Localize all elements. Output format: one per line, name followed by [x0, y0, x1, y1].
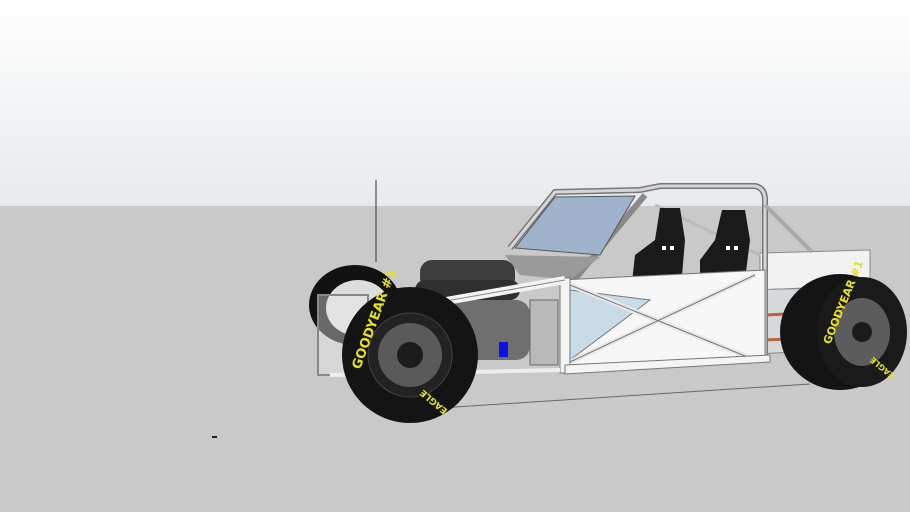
wheel-front: GOODYEAR #1 EAGLE	[342, 267, 478, 423]
cowl	[505, 255, 600, 280]
ground-outline	[439, 383, 811, 409]
windshield	[514, 195, 636, 256]
blue-block	[499, 342, 508, 357]
sky	[0, 0, 910, 206]
origin-mark	[212, 436, 217, 438]
side-panel	[559, 269, 771, 375]
wheel-rear: GOODYEAR #1 EAGLE	[780, 259, 907, 390]
